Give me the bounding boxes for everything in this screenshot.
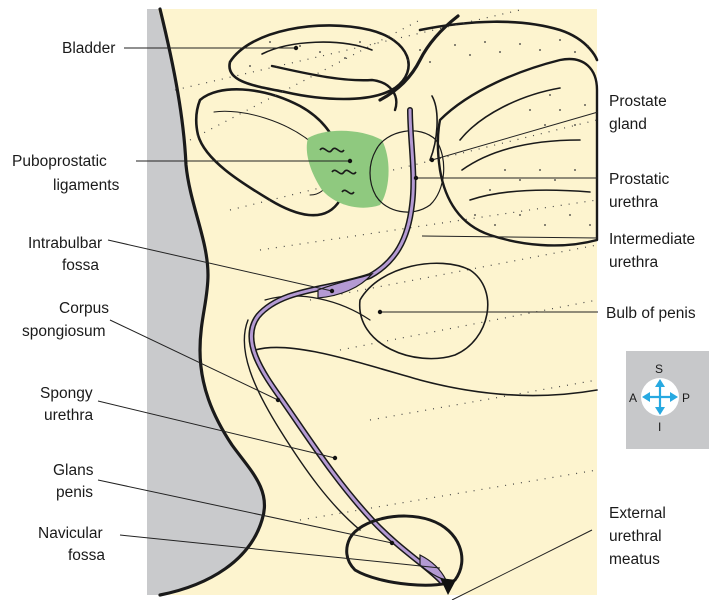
- label-prostate-line2: gland: [609, 116, 647, 133]
- label-spongy-line1: Spongy: [40, 385, 93, 402]
- compass-superior: S: [655, 362, 663, 376]
- label-intrabulbar-line1: Intrabulbar: [28, 235, 102, 252]
- label-glans-line2: penis: [56, 484, 93, 501]
- label-navicular-line1: Navicular: [38, 525, 103, 542]
- label-spongy-line2: urethra: [44, 407, 93, 424]
- label-puboprostatic-line2: ligaments: [53, 177, 120, 194]
- label-bladder: Bladder: [62, 40, 115, 57]
- label-navicular-line2: fossa: [68, 547, 105, 564]
- compass-anterior: A: [629, 391, 637, 405]
- label-prostate-line1: Prostate: [609, 93, 667, 110]
- orientation-compass: S I A P: [626, 351, 709, 449]
- label-external-line1: External: [609, 505, 666, 522]
- compass-inferior: I: [658, 420, 661, 434]
- label-puboprostatic-line1: Puboprostatic: [12, 153, 107, 170]
- label-prostatic-line1: Prostatic: [609, 171, 670, 188]
- label-bulb: Bulb of penis: [606, 305, 696, 322]
- label-intrabulbar-line2: fossa: [62, 257, 99, 274]
- label-intermediate-line1: Intermediate: [609, 231, 695, 248]
- label-corpus-line1: Corpus: [59, 300, 109, 317]
- label-external-line2: urethral: [609, 528, 662, 545]
- label-corpus-line2: spongiosum: [22, 323, 106, 340]
- label-intermediate-line2: urethra: [609, 254, 658, 271]
- compass-posterior: P: [682, 391, 690, 405]
- label-external-line3: meatus: [609, 551, 660, 568]
- label-glans-line1: Glans: [53, 462, 94, 479]
- label-prostatic-line2: urethra: [609, 194, 658, 211]
